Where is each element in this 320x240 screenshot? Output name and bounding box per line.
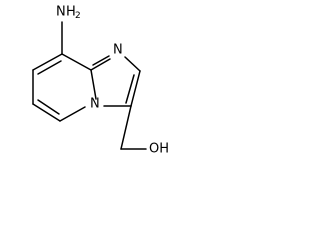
bond-c2-c3-inner <box>125 74 135 104</box>
bond-c3-ch2 <box>120 105 132 150</box>
bond-c5-n4 <box>59 106 86 122</box>
bond-n1-c2 <box>124 56 141 72</box>
bond-c6-c5 <box>32 103 61 122</box>
bond-n4-c8a <box>90 69 97 100</box>
bond-c8-c8a <box>61 53 92 71</box>
hydroxyl-label: OH <box>149 142 169 157</box>
structure-diagram: N H 2 N N OH <box>32 5 169 157</box>
bond-c6-c5-inner <box>37 99 60 115</box>
imidazole-nitrogen-label: N <box>113 43 123 58</box>
bond-c8-c7-inner <box>37 60 62 75</box>
bond-c2-c3 <box>130 70 141 107</box>
amine-hydrogen-count: 2 <box>75 11 81 21</box>
bond-c8a-n-inner <box>92 55 110 66</box>
amine-hydrogen-label: H <box>66 5 76 20</box>
bridgehead-nitrogen-label: N <box>90 97 100 112</box>
bond-c8a-n-outer <box>90 58 111 71</box>
bond-c8-c7 <box>32 53 63 71</box>
amine-nitrogen-label: N <box>56 5 66 20</box>
